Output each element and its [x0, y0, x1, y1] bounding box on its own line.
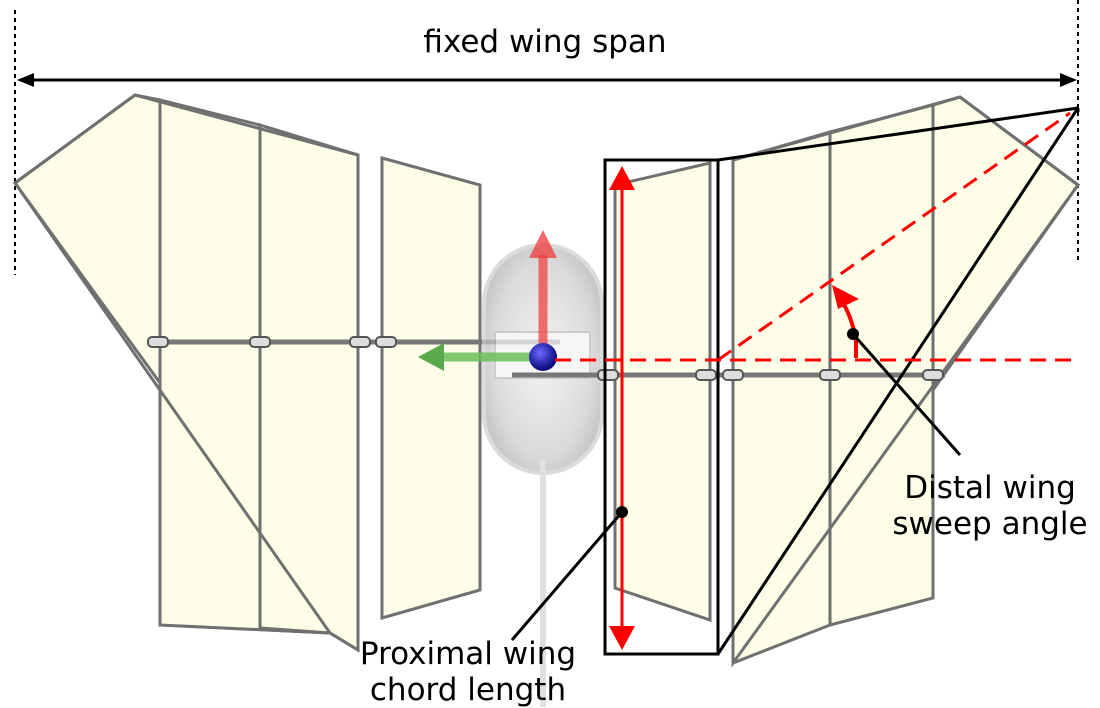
proximal-chord-label: Proximal wing chord length — [318, 636, 618, 708]
right-spar — [512, 369, 945, 381]
proximal-chord-label-line1: Proximal wing — [359, 636, 577, 672]
sweep-arc — [841, 301, 858, 358]
distal-sweep-label-line1: Distal wing — [904, 470, 1076, 506]
origin-ball — [529, 343, 557, 371]
proximal-box — [603, 158, 720, 656]
span-dimension — [14, 0, 1079, 275]
body-axes — [418, 230, 557, 371]
sweep-line — [717, 111, 1071, 362]
red-axis-head — [529, 230, 557, 258]
left-distal-wing — [12, 93, 360, 653]
sweep-angle — [555, 111, 1078, 362]
chord-arrow — [609, 166, 635, 650]
right-proximal-wing — [613, 161, 712, 623]
distal-sweep-label: Distal wing sweep angle — [880, 470, 1100, 542]
leaders — [510, 328, 962, 641]
distal-sweep-label-line2: sweep angle — [892, 506, 1088, 542]
sweep-arrowhead — [832, 285, 859, 309]
span-arrowhead-right — [1060, 73, 1077, 87]
left-proximal-wing — [380, 156, 482, 620]
span-label: fixed wing span — [423, 24, 667, 60]
proximal-highlight — [603, 106, 1080, 656]
span-arrowhead-left — [17, 73, 34, 87]
proximal-chord-label-line2: chord length — [369, 672, 567, 708]
right-distal-wing — [731, 95, 1081, 668]
green-axis-head — [418, 343, 444, 371]
